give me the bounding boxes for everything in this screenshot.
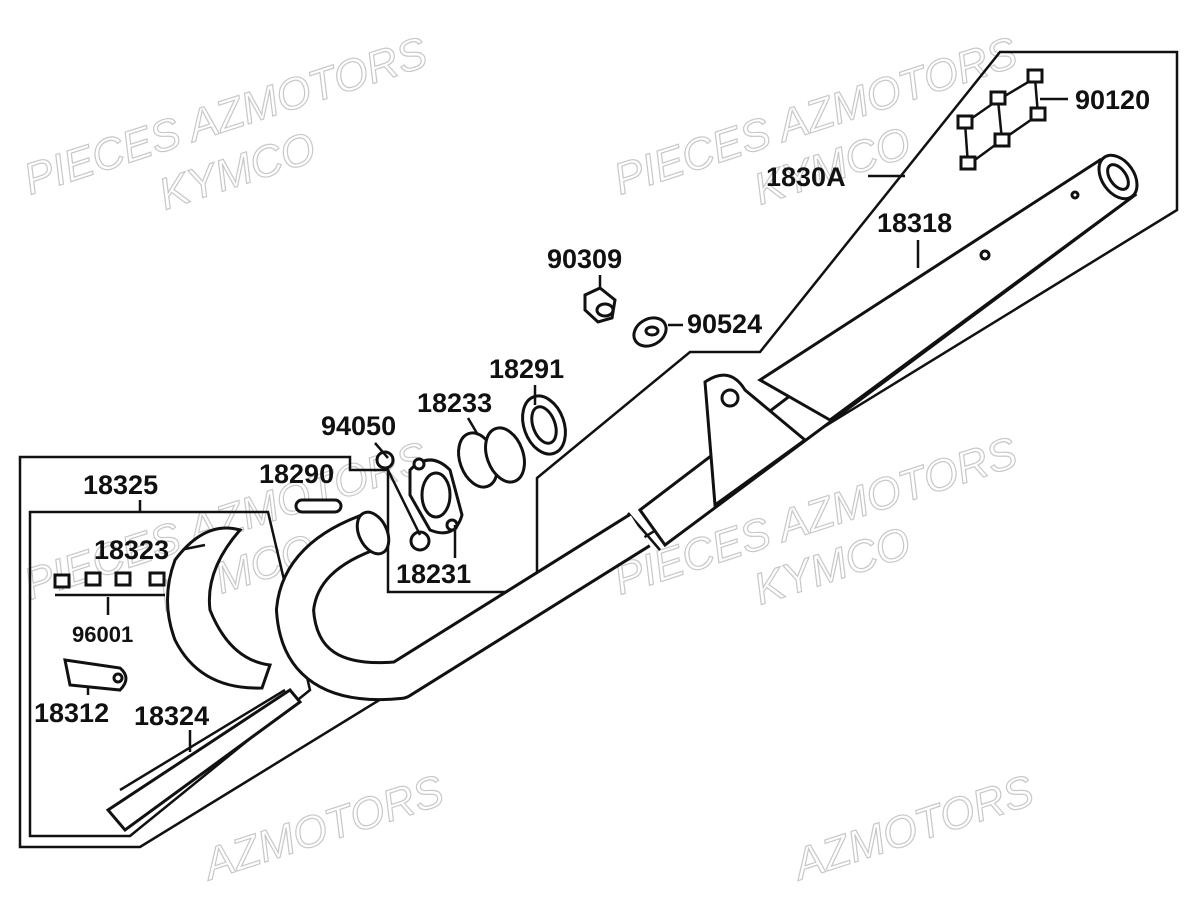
nuts-94050 xyxy=(375,450,431,552)
plate-18290 xyxy=(294,498,343,514)
leader-lines xyxy=(138,97,1068,752)
exhaust-pipe xyxy=(275,510,651,702)
part-labels: 90120 1830A 18318 90309 90524 18291 1823… xyxy=(34,85,1150,731)
bolt-90309 xyxy=(583,286,617,324)
label-18291: 18291 xyxy=(489,354,564,384)
label-18290: 18290 xyxy=(259,459,334,489)
label-18323: 18323 xyxy=(94,535,169,565)
label-18318: 18318 xyxy=(877,208,952,238)
flange-18231 xyxy=(408,457,464,535)
muffler-18318 xyxy=(627,153,1139,551)
label-18233: 18233 xyxy=(417,388,492,418)
heat-shield-18323 xyxy=(166,526,273,690)
bolts-96001 xyxy=(53,571,166,615)
label-18324: 18324 xyxy=(134,701,209,731)
label-18312: 18312 xyxy=(34,698,109,728)
washer-90524 xyxy=(632,316,668,348)
clamp-18312 xyxy=(63,658,128,695)
watermark-text: AZMOTORS xyxy=(195,766,449,890)
label-94050: 94050 xyxy=(321,411,396,441)
watermarks: PIECES AZMOTORS KYMCO PIECES AZMOTORS KY… xyxy=(17,27,1040,891)
heat-shield-18324 xyxy=(105,688,303,833)
label-1830A: 1830A xyxy=(766,162,846,192)
label-90524: 90524 xyxy=(687,309,762,339)
label-90309: 90309 xyxy=(547,244,622,274)
label-18231: 18231 xyxy=(396,559,471,589)
gasket-18233 xyxy=(457,426,526,489)
watermark-text: AZMOTORS xyxy=(785,766,1039,890)
label-90120: 90120 xyxy=(1075,85,1150,115)
gasket-18291 xyxy=(521,394,567,456)
assembly-frame-18325 xyxy=(28,510,312,838)
label-18325: 18325 xyxy=(83,470,158,500)
label-96001: 96001 xyxy=(72,622,133,647)
bolts-90120 xyxy=(956,68,1047,171)
